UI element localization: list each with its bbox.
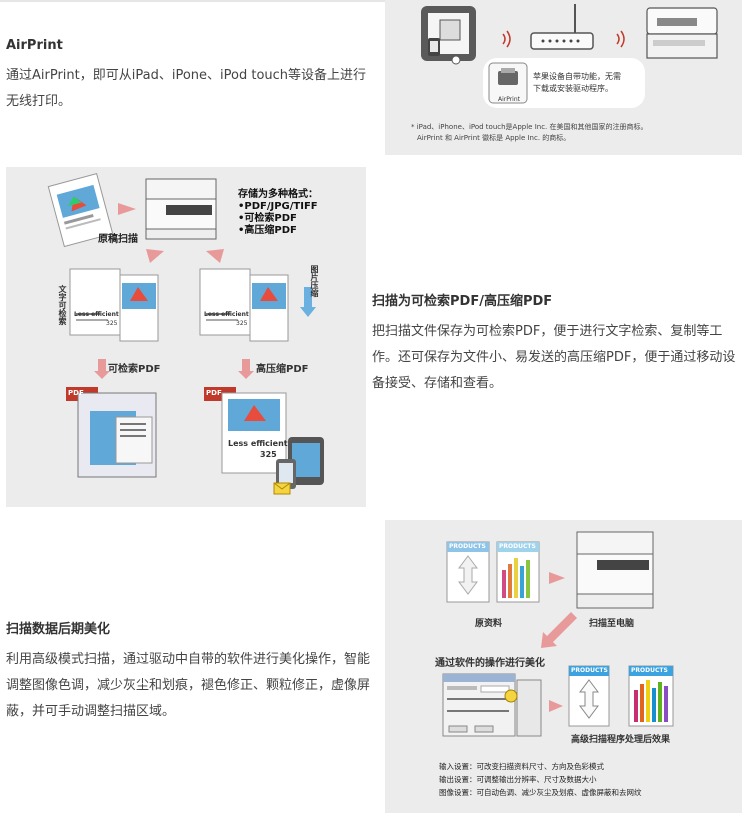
setting-image: 图像设置：可自动色调、减少灰尘及划痕、虚像屏蔽和去网纹 — [439, 788, 642, 797]
original-products-doc — [446, 541, 490, 603]
arrow-to-scanner — [549, 572, 565, 584]
scan-pdf-diagram — [47, 173, 324, 495]
searchable-pdf-window — [66, 387, 157, 478]
scan-pdf-illustration: 原稿扫描 存储为多种格式： •PDF/JPG/TIFF •可检索PDF •高压缩… — [6, 167, 366, 507]
scan-pdf-text: 扫描为可检索PDF/高压缩PDF 把扫描文件保存为可检索PDF，便于进行文字检索… — [372, 290, 740, 397]
beautify-title: 扫描数据后期美化 — [6, 622, 111, 637]
airprint-bubble-text: 苹果设备自带功能，无需 下载或安装驱动程序。 — [533, 71, 621, 95]
compressed-doc-number: 325 — [260, 450, 277, 459]
compressed-doc-preview — [199, 268, 289, 342]
setting-input: 输入设置：可改变扫描资料尺寸、方向及色彩模式 — [439, 762, 604, 771]
setting-output: 输出设置：可调整输出分辨率、尺寸及数据大小 — [439, 775, 597, 784]
trademark-line-2: AirPrint 和 AirPrint 徽标是 Apple Inc. 的商标。 — [417, 134, 571, 142]
formats-box: 存储为多种格式： •PDF/JPG/TIFF •可检索PDF •高压缩PDF — [238, 189, 318, 237]
airprint-title: AirPrint — [6, 38, 63, 53]
original-material-label: 原资料 — [475, 619, 503, 629]
compress-arrow — [300, 287, 316, 317]
software-window — [442, 673, 542, 737]
format-item: •可检索PDF — [238, 213, 297, 224]
arrow-right-down — [206, 249, 224, 263]
top-divider — [0, 0, 385, 2]
mobile-device-icon — [276, 437, 324, 489]
scan-pdf-title: 扫描为可检索PDF/高压缩PDF — [372, 294, 553, 309]
settings-list: 输入设置：可改变扫描资料尺寸、方向及色彩模式 输出设置：可调整输出分辨率、尺寸及… — [439, 760, 642, 799]
beautify-diagram — [442, 531, 674, 737]
ipad-icon — [421, 6, 476, 65]
beautify-illustration: PRODUCTS PRODUCTS PRODUCTS PRODUCTS 原资料 … — [385, 520, 742, 813]
bubble-line-1: 苹果设备自带功能，无需 — [533, 72, 621, 81]
beautify-text: 扫描数据后期美化 利用高级模式扫描，通过驱动中自带的软件进行美化操作，智能调整图… — [6, 618, 374, 725]
searchable-pdf-label: 可检索PDF — [108, 364, 161, 375]
advanced-result-label: 高级扫描程序处理后效果 — [571, 735, 671, 745]
airprint-description: 通过AirPrint，即可从iPad、iPone、iPod touch等设备上进… — [6, 68, 367, 109]
original-document-icon — [47, 173, 114, 248]
airprint-icon-label: AirPrint — [497, 96, 521, 103]
doc-heading-left: Less efficient — [74, 311, 119, 318]
airprint-illustration: AirPrint 苹果设备自带功能，无需 下载或安装驱动程序。 * iPad、i… — [385, 0, 742, 155]
compressed-pdf-file — [204, 387, 287, 474]
airprint-trademark-note: * iPad、iPhone、iPod touch是Apple Inc. 在美国和… — [411, 122, 648, 144]
bubble-line-2: 下载或安装驱动程序。 — [533, 84, 613, 93]
doc-number-left: 325 — [106, 320, 118, 327]
arrow-to-result — [549, 700, 563, 712]
text-searchable-vertical-label: 文字可检索 — [58, 285, 67, 325]
scan-pdf-description: 把扫描文件保存为可检索PDF，便于进行文字检索、复制等工作。还可保存为文件小、易… — [372, 324, 736, 391]
original-scan-label: 原稿扫描 — [98, 234, 138, 245]
airprint-diagram — [421, 4, 718, 108]
result-products-doc — [568, 665, 610, 727]
original-products-chart — [496, 541, 540, 603]
software-title: 通过软件的操作进行美化 — [435, 658, 545, 669]
diagonal-arrow — [541, 612, 577, 648]
result-products-chart — [628, 665, 674, 727]
email-icon — [273, 482, 291, 495]
router-icon — [530, 4, 594, 50]
airprint-bubble — [483, 58, 645, 108]
doc-number-right: 325 — [236, 320, 248, 327]
airprint-text: AirPrint 通过AirPrint，即可从iPad、iPone、iPod t… — [6, 38, 376, 115]
searchable-doc-preview — [69, 268, 159, 342]
arrow-to-searchable — [94, 359, 110, 379]
arrow-left-down — [146, 249, 164, 263]
formats-title: 存储为多种格式： — [238, 189, 318, 200]
printer-icon — [646, 7, 718, 59]
products-label-result-1: PRODUCTS — [571, 667, 608, 674]
compressed-doc-heading: Less efficient — [228, 439, 288, 448]
products-label-result-2: PRODUCTS — [631, 667, 668, 674]
scanner-icon — [576, 531, 654, 609]
trademark-line-1: * iPad、iPhone、iPod touch是Apple Inc. 在美国和… — [411, 123, 648, 131]
format-item: •高压缩PDF — [238, 225, 297, 236]
products-label-original-2: PRODUCTS — [499, 543, 536, 550]
doc-heading-right: Less efficient — [204, 311, 249, 318]
arrow-to-compressed — [238, 359, 254, 379]
format-item: •PDF/JPG/TIFF — [238, 201, 318, 212]
wifi-signal-icon — [502, 30, 625, 48]
scan-to-pc-label: 扫描至电脑 — [589, 619, 635, 629]
products-label-original-1: PRODUCTS — [449, 543, 486, 550]
pdf-badge-right: PDF — [206, 389, 222, 397]
arrow-to-scanner — [118, 203, 136, 215]
beautify-description: 利用高级模式扫描，通过驱动中自带的软件进行美化操作，智能调整图像色调，减少灰尘和… — [6, 652, 371, 719]
scanner-icon — [145, 178, 217, 240]
image-compress-vertical-label: 图片压缩 — [310, 265, 319, 297]
compressed-pdf-label: 高压缩PDF — [256, 364, 309, 375]
pdf-badge-left: PDF — [68, 389, 84, 397]
